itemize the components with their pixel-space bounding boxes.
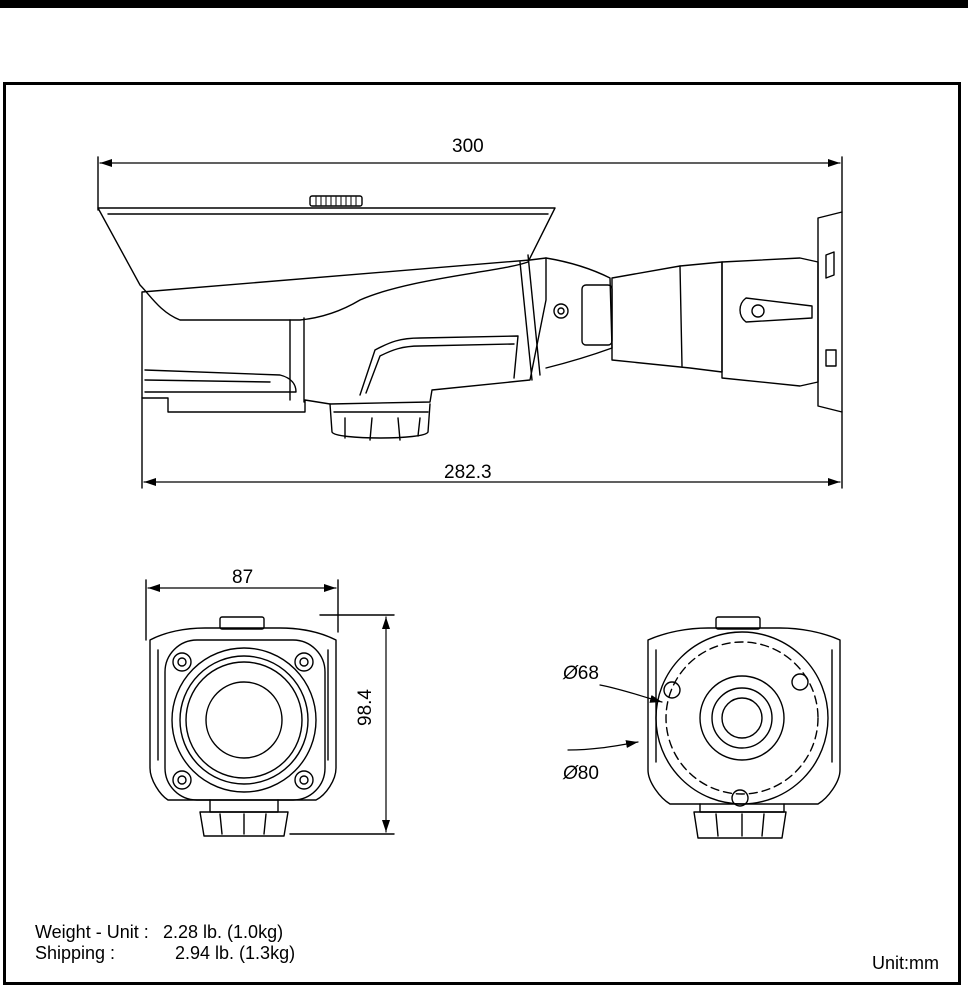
dimension-line-front-height <box>289 614 395 835</box>
cable-gland <box>329 403 431 439</box>
mount-arm <box>611 261 723 373</box>
unit-note: Unit:mm <box>872 953 939 973</box>
lens <box>205 681 283 759</box>
drawing-frame <box>3 82 961 985</box>
dim-label-front-height: 98.4 <box>355 689 376 726</box>
dim-label-front-width: 87 <box>232 567 254 588</box>
mount-circle-68 <box>665 641 819 795</box>
leader-diameter-68 <box>599 684 663 703</box>
rear-view <box>567 616 841 839</box>
side-view <box>97 156 843 489</box>
dimension-line-body-length <box>141 397 843 489</box>
dimension-line-front-width <box>145 579 339 641</box>
weight-row: Weight - Unit : 2.28 lb. (1.0kg) <box>35 922 295 943</box>
front-view <box>145 579 395 837</box>
shipping-row: Shipping : 2.94 lb. (1.3kg) <box>35 943 295 964</box>
wall-plate <box>817 211 843 413</box>
weight-label: Weight - Unit : <box>35 922 149 942</box>
diameter-symbol: Ø <box>563 763 578 784</box>
dim-label-body-length: 282.3 <box>444 462 492 483</box>
shipping-label: Shipping : <box>35 943 116 963</box>
top-adjust-knob <box>309 195 363 207</box>
sun-shield <box>97 207 556 321</box>
dim-label-diameter-68: Ø68 <box>563 664 599 683</box>
spec-notes: Weight - Unit : 2.28 lb. (1.0kg) Shipping… <box>35 922 295 964</box>
dim-label-overall-length: 300 <box>452 136 484 157</box>
shipping-value: 2.94 lb. (1.3kg) <box>175 943 296 963</box>
diameter-80-value: 80 <box>577 763 599 784</box>
top-rule <box>0 0 968 8</box>
weight-value: 2.28 lb. (1.0kg) <box>163 922 284 942</box>
dimension-line-overall-length <box>97 156 843 213</box>
diameter-symbol: Ø <box>563 663 578 684</box>
rear-cable-gland <box>693 811 787 839</box>
joint-screw <box>553 303 569 319</box>
dim-label-diameter-80: Ø80 <box>563 764 599 783</box>
leader-diameter-80 <box>567 740 639 751</box>
front-cable-gland <box>199 811 289 837</box>
camera-housing <box>141 257 547 413</box>
lens-ring-outer <box>171 647 317 793</box>
diameter-68-value: 68 <box>577 663 599 684</box>
mount-circle-80 <box>655 631 829 805</box>
